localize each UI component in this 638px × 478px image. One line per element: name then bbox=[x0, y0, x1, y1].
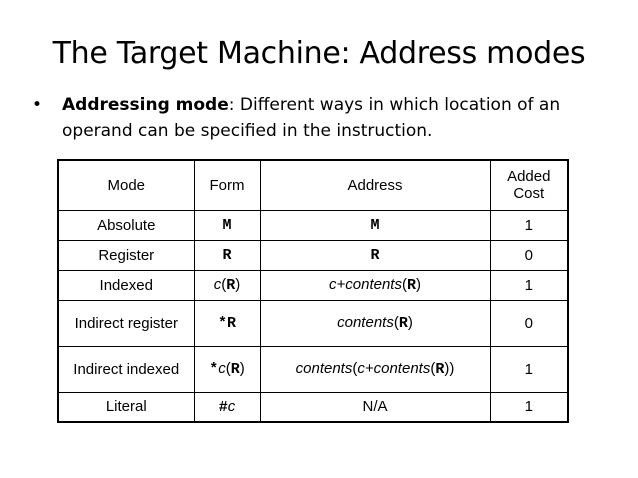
cell-mode: Indirect indexed bbox=[57, 345, 195, 393]
form-code: R bbox=[230, 361, 240, 378]
cell-mode: Literal bbox=[57, 391, 195, 423]
cell-form: *R bbox=[193, 299, 261, 347]
bullet-item: • Addressing mode: Different ways in whi… bbox=[32, 92, 602, 144]
form-star: * bbox=[209, 361, 219, 378]
cell-cost: 1 bbox=[489, 391, 569, 423]
header-cost-line2: Cost bbox=[513, 185, 545, 203]
cell-address: contents(R) bbox=[259, 299, 491, 347]
form-open: ( bbox=[225, 360, 231, 377]
address-open-1: ( bbox=[352, 360, 358, 377]
form-code: R bbox=[226, 277, 236, 294]
form-italic: c bbox=[213, 276, 222, 293]
table-row: Indexed c(R) c+contents(R) 1 bbox=[57, 269, 569, 301]
address-open: ( bbox=[401, 276, 407, 293]
address-code: M bbox=[370, 217, 380, 234]
cell-address: contents(c+contents(R)) bbox=[259, 345, 491, 393]
cell-form: #c bbox=[193, 391, 261, 423]
address-code: R bbox=[398, 315, 408, 332]
cell-form: *c(R) bbox=[193, 345, 261, 393]
address-code: R bbox=[370, 247, 380, 264]
bullet-text: Addressing mode: Different ways in which… bbox=[62, 92, 602, 144]
address-close: ) bbox=[407, 314, 413, 331]
cell-mode: Indexed bbox=[57, 269, 195, 301]
header-mode: Mode bbox=[57, 159, 195, 211]
address-italic-2: c+contents bbox=[357, 360, 431, 377]
cell-cost: 1 bbox=[489, 345, 569, 393]
cell-address: N/A bbox=[259, 391, 491, 423]
header-cost-line1: Added bbox=[507, 168, 551, 186]
table-row: Literal #c N/A 1 bbox=[57, 391, 569, 423]
form-open: ( bbox=[221, 276, 227, 293]
form-code: *R bbox=[217, 315, 236, 332]
address-open-2: ( bbox=[430, 360, 436, 377]
address-italic: contents bbox=[337, 314, 394, 331]
form-italic: c bbox=[218, 360, 226, 377]
cell-form: c(R) bbox=[193, 269, 261, 301]
cell-cost: 1 bbox=[489, 209, 569, 241]
cell-mode: Register bbox=[57, 239, 195, 271]
cell-form: M bbox=[193, 209, 261, 241]
address-italic: c+contents bbox=[329, 276, 402, 293]
cell-address: R bbox=[259, 239, 491, 271]
address-close: ) bbox=[415, 276, 421, 293]
bullet-term: Addressing mode bbox=[62, 95, 229, 115]
form-code: R bbox=[222, 247, 232, 264]
form-close: ) bbox=[239, 360, 245, 377]
table-row: Indirect register *R contents(R) 0 bbox=[57, 299, 569, 347]
form-code: M bbox=[222, 217, 232, 234]
header-address: Address bbox=[259, 159, 491, 211]
table-row: Absolute M M 1 bbox=[57, 209, 569, 241]
cell-mode: Absolute bbox=[57, 209, 195, 241]
cell-mode: Indirect register bbox=[57, 299, 195, 347]
table-row: Register R R 0 bbox=[57, 239, 569, 271]
form-code: # bbox=[218, 398, 228, 416]
table-row: Indirect indexed *c(R) contents(c+conten… bbox=[57, 345, 569, 393]
slide-title: The Target Machine: Address modes bbox=[52, 36, 586, 71]
address-code: R bbox=[406, 277, 416, 294]
bullet-description: : Different ways in which location of an… bbox=[62, 95, 561, 141]
cell-form: R bbox=[193, 239, 261, 271]
cell-address: c+contents(R) bbox=[259, 269, 491, 301]
address-code: R bbox=[435, 361, 445, 378]
cell-cost: 0 bbox=[489, 239, 569, 271]
form-close: ) bbox=[235, 276, 241, 293]
address-open: ( bbox=[393, 314, 399, 331]
bullet-dot-icon: • bbox=[32, 95, 43, 115]
cell-cost: 0 bbox=[489, 299, 569, 347]
address-italic-1: contents bbox=[295, 360, 353, 377]
form-italic: c bbox=[227, 397, 236, 415]
header-form: Form bbox=[193, 159, 261, 211]
cell-cost: 1 bbox=[489, 269, 569, 301]
address-close: )) bbox=[444, 360, 455, 377]
cell-address: M bbox=[259, 209, 491, 241]
